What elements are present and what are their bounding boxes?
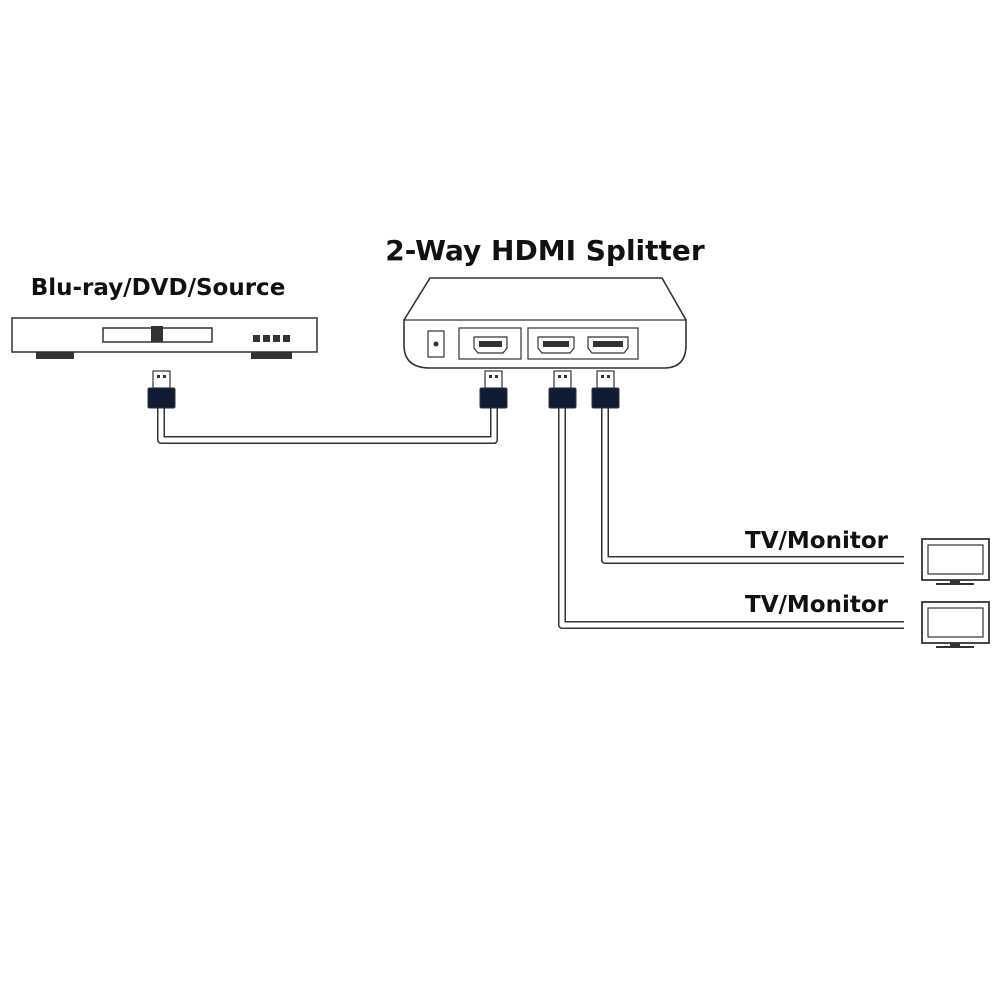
splitter-box — [403, 277, 687, 369]
cable-splitter-to-display-1 — [601, 404, 904, 564]
monitor-icon-1 — [921, 538, 990, 585]
device-foot-left — [36, 352, 74, 359]
device-foot-right — [251, 352, 292, 359]
monitor-icon-2 — [921, 601, 990, 648]
hdmi-connector-splitter-input — [479, 370, 508, 409]
splitter-title: 2-Way HDMI Splitter — [385, 234, 705, 267]
source-title: Blu-ray/DVD/Source — [31, 275, 286, 301]
display-label-1: TV/Monitor — [745, 528, 889, 554]
hdmi-connector-splitter-output-1 — [548, 370, 577, 409]
hdmi-connector-splitter-output-2 — [591, 370, 620, 409]
cable-source-to-splitter — [157, 404, 498, 444]
hdmi-connector-source — [147, 370, 176, 409]
display-label-2: TV/Monitor — [745, 592, 889, 618]
source-device — [11, 317, 318, 359]
cable-splitter-to-display-2 — [558, 404, 904, 629]
disc-tray-button — [151, 326, 163, 342]
